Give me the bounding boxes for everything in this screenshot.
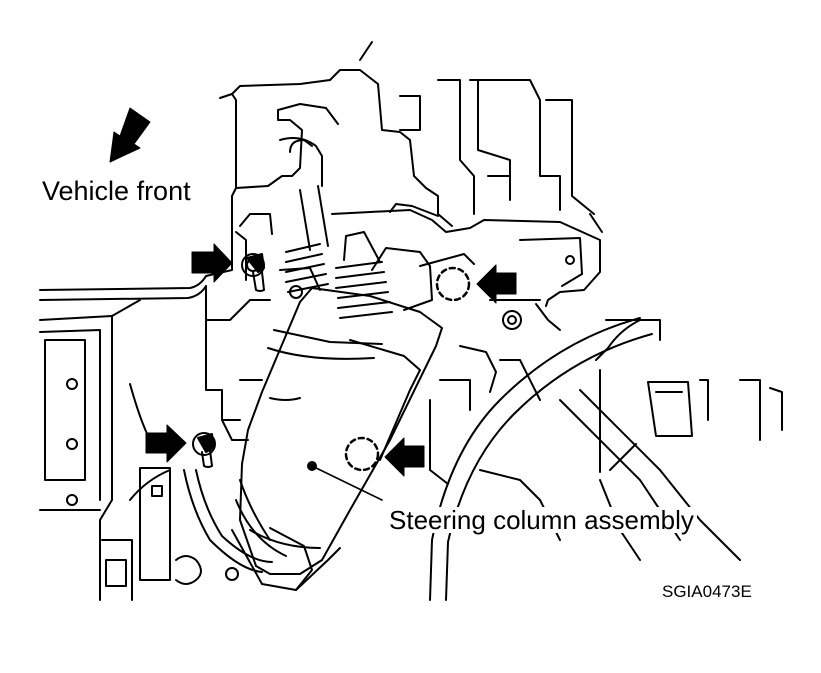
figure-code-label: SGIA0473E [662, 582, 752, 601]
arrow-down-left-icon [109, 107, 151, 163]
steering-column-label: Steering column assembly [386, 507, 697, 533]
arrow-left-icon [476, 264, 517, 304]
vehicle-front-label: Vehicle front [42, 176, 191, 206]
upper-mount-bracket [205, 213, 273, 441]
arrow-right-icon [191, 243, 233, 283]
lower-clip-circle [344, 436, 380, 472]
right-side-components [429, 299, 783, 561]
vehicle-body-frame [39, 79, 331, 601]
dash-panel-right [219, 41, 603, 233]
arrow-right-icon [145, 424, 187, 463]
upper-clip-circle [435, 266, 471, 302]
upper-bolt [241, 253, 265, 292]
leader-line [311, 465, 383, 501]
arrow-left-icon [384, 437, 425, 477]
column-support-bracket [235, 69, 601, 319]
lower-bolt [192, 432, 216, 468]
steering-column-body [231, 267, 443, 591]
lower-spring [335, 261, 393, 319]
